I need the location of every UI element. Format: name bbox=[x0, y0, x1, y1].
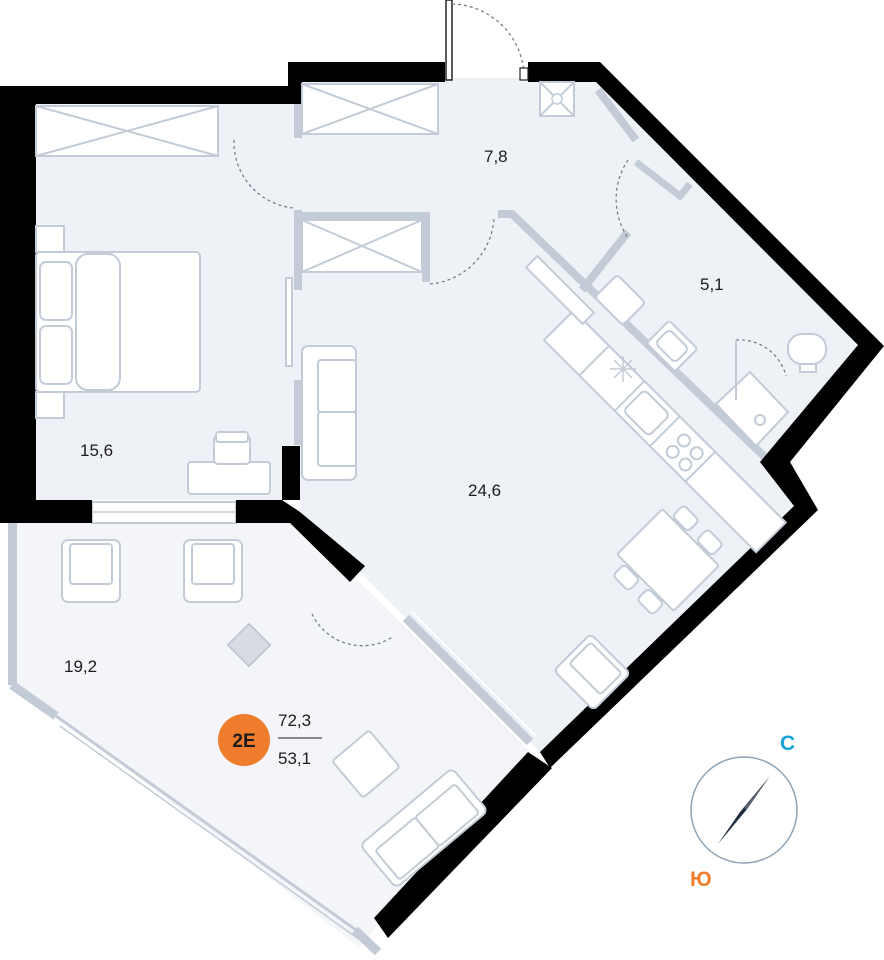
partition-hall-corner bbox=[594, 87, 640, 143]
wall-corner-left bbox=[0, 86, 36, 523]
unit-total-area: 72,3 bbox=[278, 711, 311, 730]
terrace-wall-left bbox=[8, 523, 17, 685]
fridge-snowflake-icon bbox=[610, 356, 636, 382]
living-furniture bbox=[301, 254, 788, 710]
desk bbox=[187, 461, 271, 495]
compass-needle-icon bbox=[718, 776, 770, 844]
compass-needle-highlight bbox=[744, 776, 770, 810]
hall-cabinet bbox=[539, 81, 575, 117]
bedroom-furniture bbox=[35, 225, 293, 495]
terrace-wall-diagonal bbox=[9, 681, 59, 720]
room-labels: 15,6 7,8 5,1 24,6 19,2 bbox=[64, 147, 724, 676]
wardrobe-bedroom bbox=[35, 105, 219, 157]
kitchen-counter bbox=[542, 308, 788, 554]
partition-bedroom-vertical bbox=[294, 210, 302, 290]
walls bbox=[0, 62, 884, 938]
unit-living-area: 53,1 bbox=[278, 749, 311, 768]
entrance-door bbox=[445, 0, 529, 81]
interior-doors bbox=[233, 139, 787, 647]
partition-closet-right bbox=[422, 212, 430, 282]
living-window-line bbox=[411, 611, 537, 737]
terrace-chair-right bbox=[183, 539, 243, 603]
partition-hall-bedroom bbox=[294, 100, 302, 138]
terrace-wall-bottom bbox=[351, 926, 382, 956]
partitions bbox=[294, 87, 773, 465]
room-label-hall: 7,8 bbox=[484, 147, 508, 166]
toilet bbox=[787, 333, 827, 373]
wardrobe-hall bbox=[301, 83, 439, 135]
partition-closet-top bbox=[300, 212, 428, 220]
washer bbox=[595, 275, 645, 325]
room-label-living-kitchen: 24,6 bbox=[468, 481, 501, 500]
unit-badge-circle bbox=[218, 714, 270, 766]
living-window bbox=[402, 614, 534, 746]
unit-badge: 2E 72,3 53,1 bbox=[218, 711, 322, 768]
room-label-terrace: 19,2 bbox=[64, 657, 97, 676]
nightstand-top bbox=[35, 225, 65, 253]
nightstand-bottom bbox=[35, 391, 65, 419]
tv-panel bbox=[285, 277, 293, 367]
wardrobe-closet bbox=[301, 219, 423, 273]
bathroom-fixtures bbox=[595, 275, 827, 448]
compass-ring bbox=[690, 756, 798, 864]
tv-stand bbox=[524, 254, 596, 326]
room-label-bedroom: 15,6 bbox=[80, 441, 113, 460]
unit-badge-label: 2E bbox=[232, 731, 255, 752]
partition-hall-wardrobe bbox=[633, 159, 693, 201]
terrace-ottoman bbox=[332, 730, 400, 798]
room-label-bathroom: 5,1 bbox=[700, 275, 724, 294]
terrace-glazing bbox=[55, 714, 371, 942]
partition-bathroom-wc bbox=[578, 229, 632, 293]
terrace-chair-left bbox=[61, 539, 121, 603]
wardrobes bbox=[35, 81, 575, 273]
shower bbox=[714, 340, 790, 448]
wall-bedroom-bottom bbox=[236, 446, 365, 582]
wall-right bbox=[528, 62, 884, 768]
terrace-side-table bbox=[226, 622, 272, 668]
partition-bathroom-diagonal bbox=[498, 210, 773, 465]
dining-table bbox=[613, 505, 723, 615]
partition-bedroom-vertical-2 bbox=[294, 380, 302, 445]
terrace-furniture bbox=[61, 539, 487, 887]
sofa-living bbox=[301, 345, 357, 481]
terrace-sofa bbox=[361, 769, 487, 887]
sink bbox=[646, 320, 698, 372]
wall-bottom-right bbox=[374, 752, 552, 938]
armchair-living bbox=[554, 634, 630, 710]
terrace-glazing-inner bbox=[59, 725, 361, 941]
compass-south-label: Ю bbox=[690, 868, 712, 891]
compass: С Ю bbox=[690, 732, 798, 891]
compass-north-label: С bbox=[780, 732, 795, 755]
